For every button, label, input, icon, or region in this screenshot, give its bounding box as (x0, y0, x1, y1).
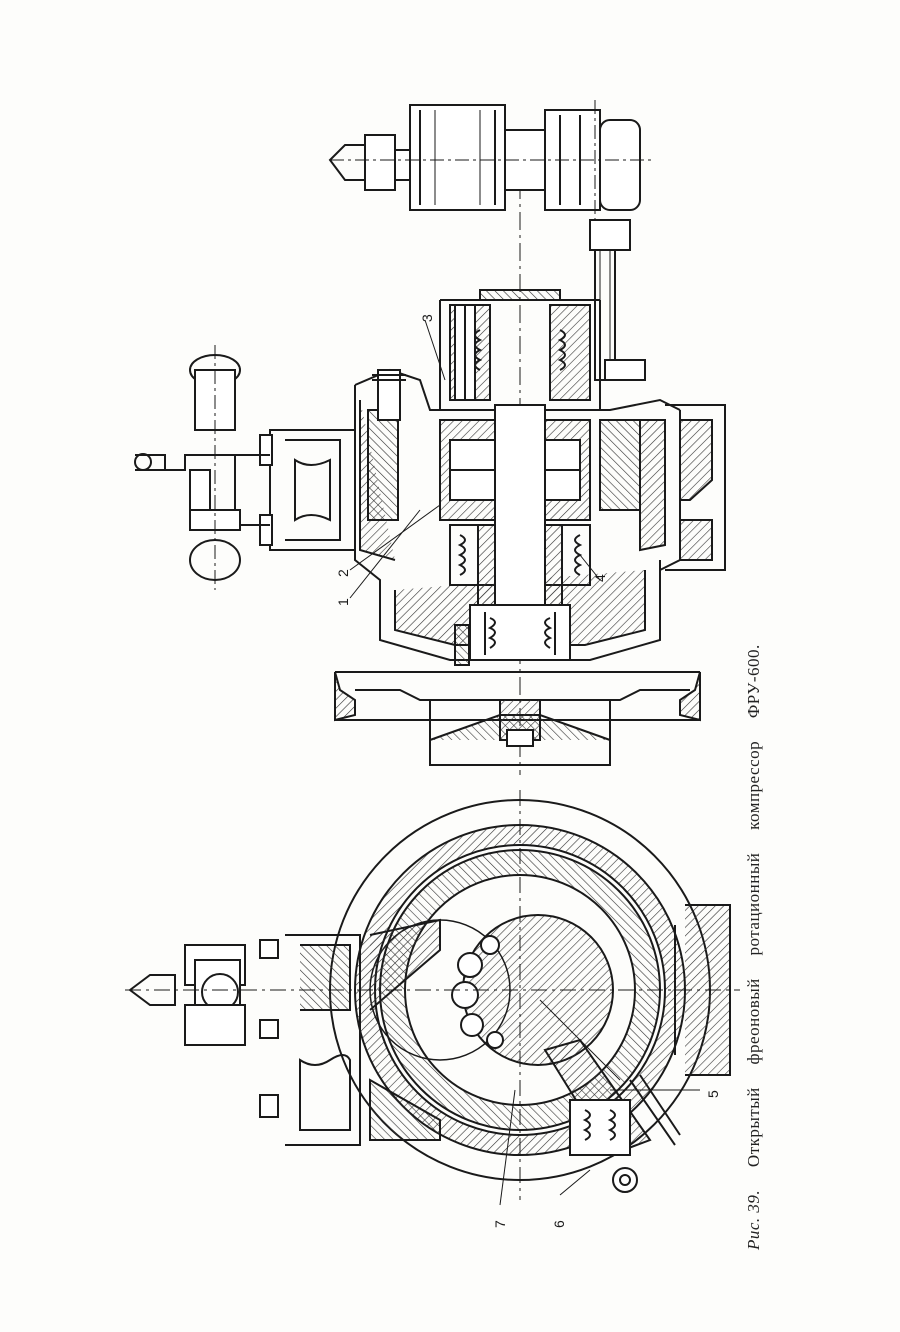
callout-label-7: 7 (492, 1220, 508, 1228)
callout-label-1: 1 (335, 598, 351, 606)
upper-cover (372, 290, 600, 420)
caption-word-4: компрессор (744, 741, 763, 830)
callout-label-4: 4 (592, 574, 608, 582)
callout-label-6: 6 (551, 1220, 567, 1228)
rotor (440, 405, 590, 605)
callout-label-2: 2 (335, 569, 351, 577)
figure-caption: Рис. 39. Открытый фреоновый ротационный … (744, 690, 774, 1250)
caption-word-5: ФРУ-600. (744, 644, 763, 718)
valve-assembly (330, 100, 655, 220)
caption-word-2: фреоновый (744, 978, 763, 1064)
caption-prefix: Рис. 39. (744, 1190, 763, 1250)
cross-section-view (125, 790, 740, 1205)
longitudinal-section-view (135, 100, 725, 775)
caption-word-3: ротационный (744, 853, 763, 956)
suction-nozzle (135, 345, 355, 590)
pulley (335, 672, 700, 765)
callout-label-3: 3 (419, 314, 435, 322)
caption-word-1: Открытый (744, 1087, 763, 1167)
callout-label-5: 5 (705, 1090, 721, 1098)
